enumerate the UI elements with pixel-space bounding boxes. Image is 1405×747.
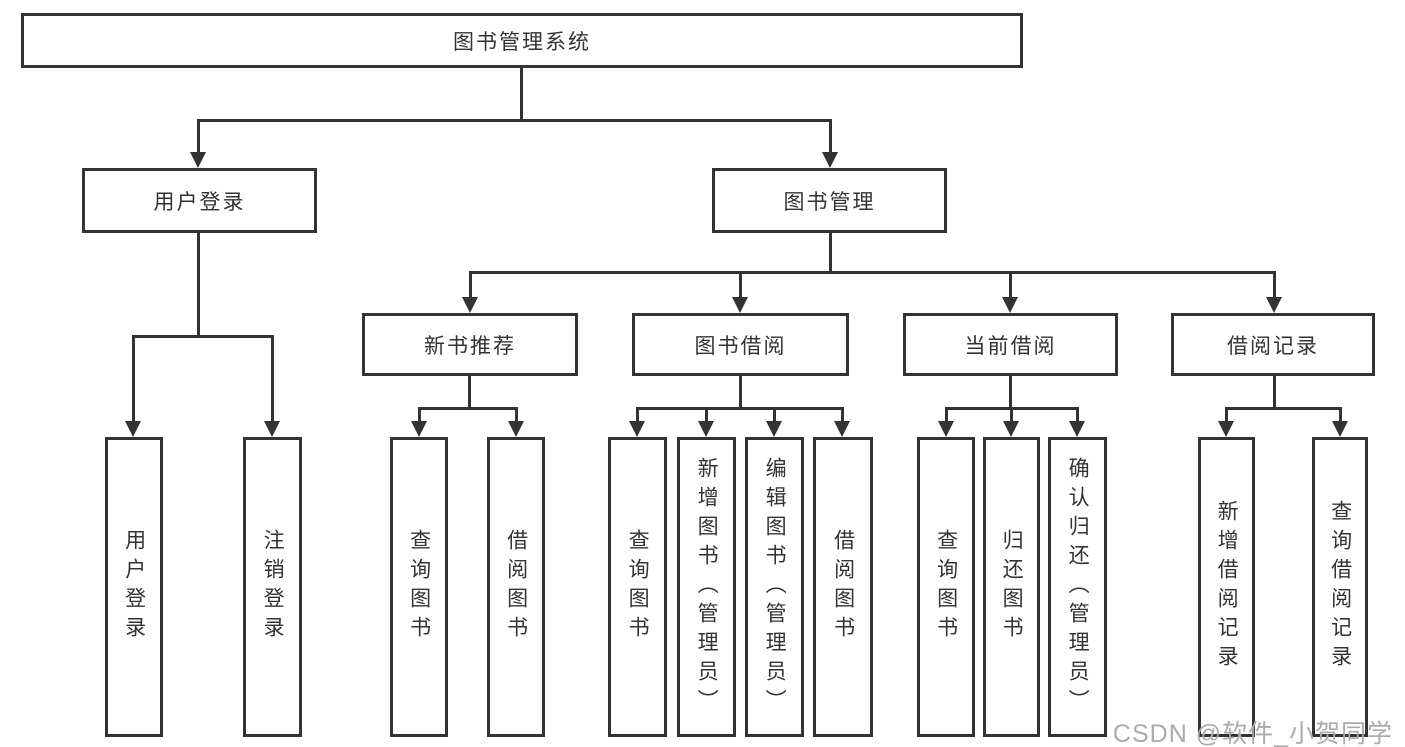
node-book-management-label: 图书管理 bbox=[783, 190, 876, 214]
connector-drop-cb-confirm bbox=[1076, 407, 1079, 423]
arrow-down-icon bbox=[462, 297, 478, 313]
arrow-down-icon bbox=[834, 421, 850, 437]
node-book-management: 图书管理 bbox=[712, 168, 947, 233]
connector-new-book-recommend-bar bbox=[418, 407, 518, 410]
leaf-br-query-record-label: 查询借阅记录 bbox=[1328, 500, 1352, 674]
connector-drop-nbr-query bbox=[418, 407, 421, 423]
connector-book-borrow-stem bbox=[739, 376, 742, 409]
leaf-br-add-record: 新增借阅记录 bbox=[1198, 437, 1255, 737]
node-book-borrow: 图书借阅 bbox=[632, 313, 849, 376]
node-borrow-records-label: 借阅记录 bbox=[1227, 334, 1319, 358]
connector-book-management-stem bbox=[829, 233, 832, 274]
arrow-down-icon bbox=[508, 421, 524, 437]
leaf-bb-add-books-admin: 新增图书（管理员） bbox=[677, 437, 736, 737]
connector-drop-book-borrow bbox=[739, 271, 742, 299]
connector-drop-bb-borrow bbox=[841, 407, 844, 423]
leaf-user-login-label: 用户登录 bbox=[122, 529, 146, 645]
leaf-bb-query-books-label: 查询图书 bbox=[626, 529, 650, 645]
leaf-user-login: 用户登录 bbox=[105, 437, 163, 737]
connector-drop-user-login bbox=[197, 119, 200, 153]
arrow-down-icon bbox=[1332, 421, 1348, 437]
leaf-br-query-record: 查询借阅记录 bbox=[1312, 437, 1368, 737]
connector-book-management-bar bbox=[469, 271, 1276, 274]
leaf-cb-query-books-label: 查询图书 bbox=[934, 529, 958, 645]
node-book-borrow-label: 图书借阅 bbox=[694, 334, 787, 358]
connector-borrow-records-stem bbox=[1273, 376, 1276, 409]
arrow-down-icon bbox=[1069, 421, 1085, 437]
connector-drop-cb-return bbox=[1010, 407, 1013, 423]
node-new-book-recommend: 新书推荐 bbox=[362, 313, 578, 376]
leaf-nbr-query-books-label: 查询图书 bbox=[407, 529, 431, 645]
leaf-cb-return-books-label: 归还图书 bbox=[1000, 529, 1024, 645]
arrow-down-icon bbox=[766, 421, 782, 437]
node-user-login: 用户登录 bbox=[82, 168, 317, 233]
connector-root-stem bbox=[520, 68, 523, 120]
leaf-cb-query-books: 查询图书 bbox=[917, 437, 975, 737]
leaf-bb-query-books: 查询图书 bbox=[608, 437, 667, 737]
node-root: 图书管理系统 bbox=[21, 13, 1023, 68]
node-current-borrow-label: 当前借阅 bbox=[964, 334, 1057, 358]
connector-drop-br-add bbox=[1225, 407, 1228, 423]
arrow-down-icon bbox=[1218, 421, 1234, 437]
connector-drop-leaf-logout bbox=[271, 335, 274, 421]
node-user-login-label: 用户登录 bbox=[153, 190, 246, 214]
arrow-down-icon bbox=[822, 152, 838, 168]
connector-user-login-stem bbox=[197, 233, 200, 337]
connector-drop-borrow-records bbox=[1273, 271, 1276, 299]
arrow-down-icon bbox=[938, 421, 954, 437]
leaf-logout-label: 注销登录 bbox=[261, 529, 285, 645]
leaf-nbr-borrow-books-label: 借阅图书 bbox=[504, 529, 528, 645]
connector-book-borrow-bar bbox=[636, 407, 844, 410]
csdn-watermark: CSDN @软件_小贺同学 bbox=[1112, 720, 1393, 747]
node-root-label: 图书管理系统 bbox=[453, 30, 591, 54]
connector-current-borrow-stem bbox=[1009, 376, 1012, 409]
connector-drop-leaf-user-login bbox=[132, 335, 135, 421]
node-borrow-records: 借阅记录 bbox=[1171, 313, 1375, 376]
connector-drop-current-borrow bbox=[1009, 271, 1012, 299]
node-new-book-recommend-label: 新书推荐 bbox=[424, 334, 516, 358]
leaf-bb-add-books-admin-label: 新增图书（管理员） bbox=[695, 456, 719, 718]
connector-drop-new-book-recommend bbox=[469, 271, 472, 299]
leaf-nbr-borrow-books: 借阅图书 bbox=[487, 437, 545, 737]
connector-drop-nbr-borrow bbox=[515, 407, 518, 423]
leaf-bb-borrow-books: 借阅图书 bbox=[813, 437, 873, 737]
connector-user-login-bar bbox=[132, 335, 274, 338]
arrow-down-icon bbox=[698, 421, 714, 437]
connector-drop-bb-query bbox=[636, 407, 639, 423]
connector-borrow-records-bar bbox=[1225, 407, 1342, 410]
connector-new-book-recommend-stem bbox=[468, 376, 471, 409]
leaf-nbr-query-books: 查询图书 bbox=[390, 437, 448, 737]
leaf-bb-edit-books-admin-label: 编辑图书（管理员） bbox=[763, 456, 787, 718]
connector-drop-book-management bbox=[829, 119, 832, 153]
leaf-logout: 注销登录 bbox=[243, 437, 302, 737]
connector-drop-cb-query bbox=[945, 407, 948, 423]
connector-drop-bb-add bbox=[705, 407, 708, 423]
arrow-down-icon bbox=[629, 421, 645, 437]
leaf-bb-edit-books-admin: 编辑图书（管理员） bbox=[745, 437, 804, 737]
leaf-cb-confirm-return-admin-label: 确认归还（管理员） bbox=[1066, 456, 1090, 718]
connector-root-bar bbox=[197, 119, 831, 122]
arrow-down-icon bbox=[125, 421, 141, 437]
arrow-down-icon bbox=[732, 297, 748, 313]
leaf-cb-return-books: 归还图书 bbox=[983, 437, 1040, 737]
arrow-down-icon bbox=[1266, 297, 1282, 313]
arrow-down-icon bbox=[264, 421, 280, 437]
arrow-down-icon bbox=[190, 152, 206, 168]
node-current-borrow: 当前借阅 bbox=[903, 313, 1118, 376]
arrow-down-icon bbox=[1002, 297, 1018, 313]
leaf-bb-borrow-books-label: 借阅图书 bbox=[831, 529, 855, 645]
connector-drop-br-query bbox=[1339, 407, 1342, 423]
leaf-cb-confirm-return-admin: 确认归还（管理员） bbox=[1048, 437, 1107, 737]
arrow-down-icon bbox=[411, 421, 427, 437]
leaf-br-add-record-label: 新增借阅记录 bbox=[1215, 500, 1239, 674]
arrow-down-icon bbox=[1003, 421, 1019, 437]
connector-drop-bb-edit bbox=[773, 407, 776, 423]
